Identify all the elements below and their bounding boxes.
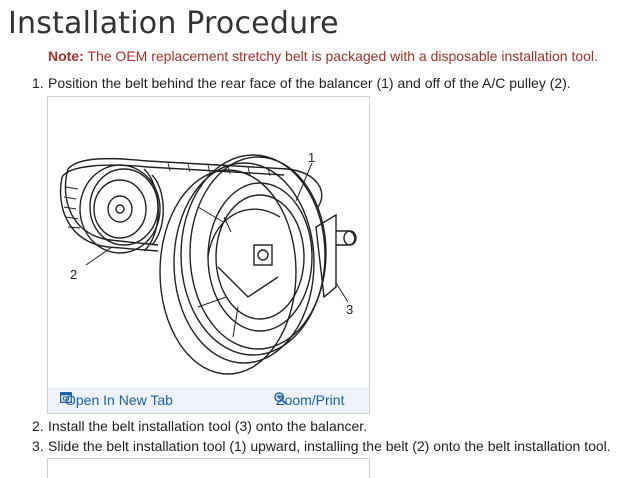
- belt-balancer-illustration: [59, 154, 357, 375]
- step-number: 2.: [32, 418, 44, 434]
- open-in-new-tab-label: Open In New Tab: [65, 392, 173, 408]
- note-text: The OEM replacement stretchy belt is pac…: [83, 48, 598, 64]
- page-title: Installation Procedure: [8, 6, 339, 41]
- callout-1: 1: [308, 150, 316, 165]
- callout-3: 3: [346, 302, 354, 317]
- step-number: 1.: [32, 75, 44, 91]
- callout-2: 2: [70, 267, 78, 282]
- note: Note: The OEM replacement stretchy belt …: [48, 48, 598, 64]
- step-text: Install the belt installation tool (3) o…: [48, 418, 368, 434]
- note-label: Note:: [48, 48, 84, 64]
- step-text: Slide the belt installation tool (1) upw…: [48, 438, 611, 454]
- zoom-print-label: Zoom/Print: [276, 392, 345, 408]
- step-3: 3.Slide the belt installation tool (1) u…: [32, 438, 611, 454]
- step-1: 1.Position the belt behind the rear face…: [32, 75, 571, 91]
- figure-next-partial: [47, 458, 370, 478]
- step-2: 2.Install the belt installation tool (3)…: [32, 418, 367, 434]
- figure-toolbar: Open In New Tab Zoom/Print: [48, 387, 369, 413]
- step-number: 3.: [32, 438, 44, 454]
- figure-belt-balancer: 1 2 3 Open In New Tab Zoom/Print: [47, 96, 370, 414]
- zoom-print-link[interactable]: Zoom/Print: [274, 392, 344, 408]
- open-in-new-tab-link[interactable]: Open In New Tab: [60, 392, 173, 408]
- step-text: Position the belt behind the rear face o…: [48, 75, 571, 91]
